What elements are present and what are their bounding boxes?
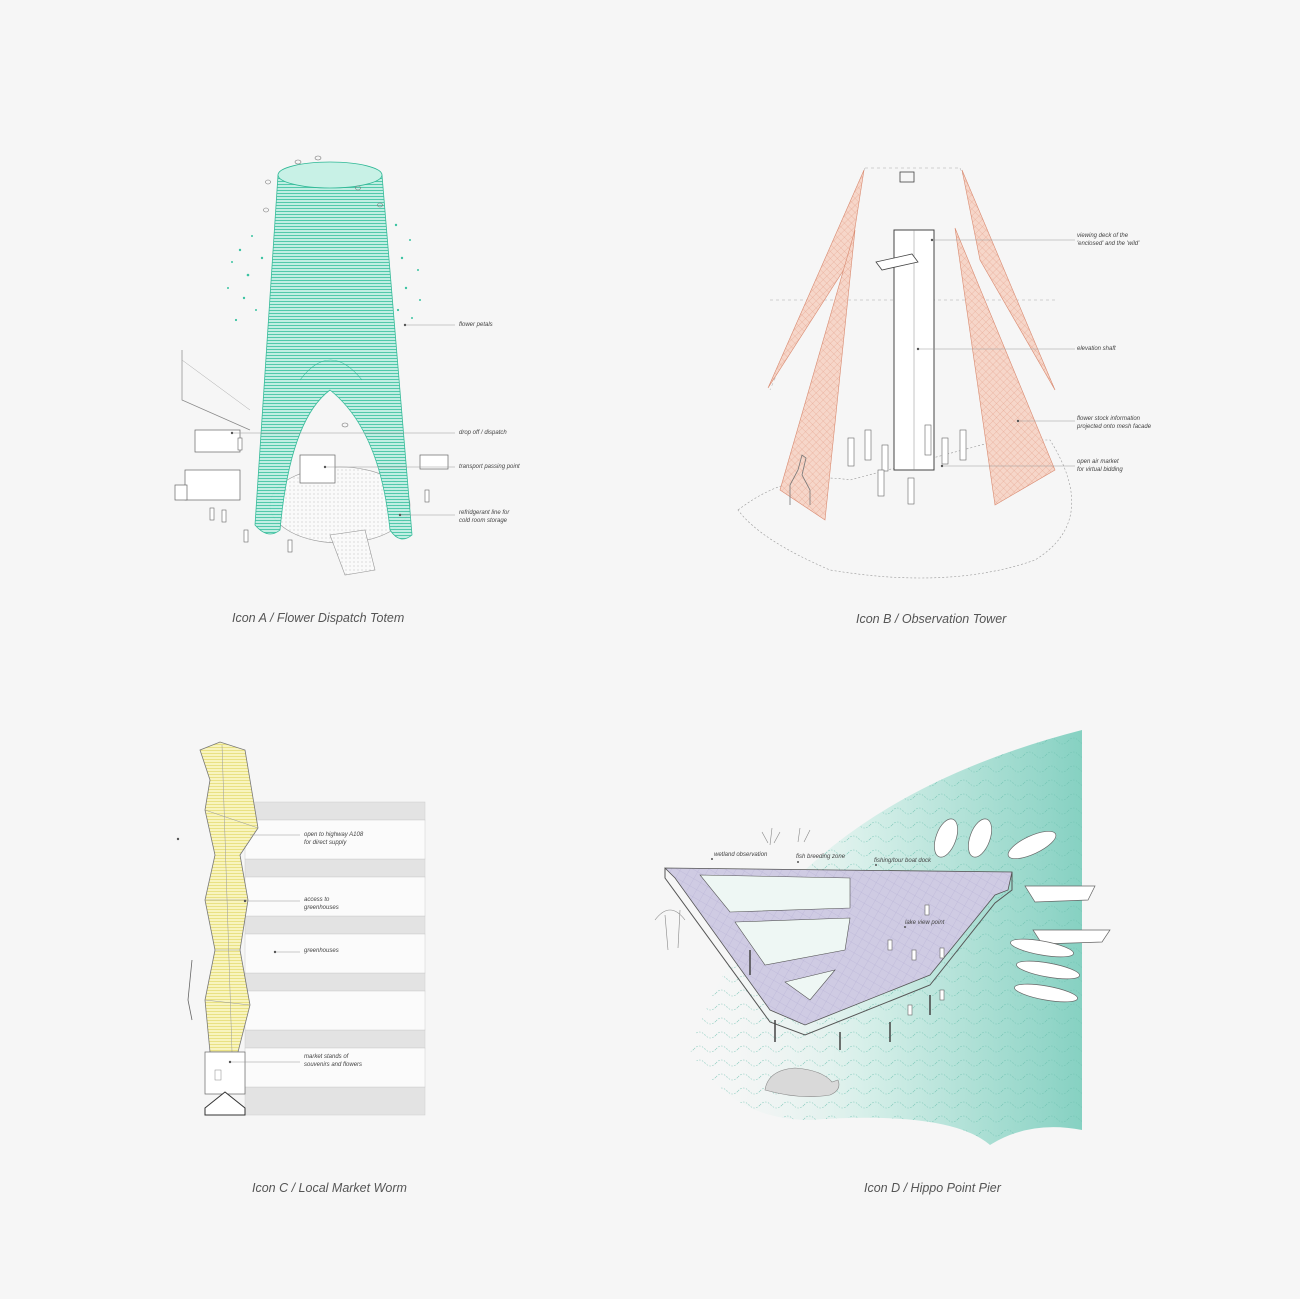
flower-dispatch-totem-drawing (174, 155, 455, 576)
annotation-refrigerant-line: refridgerant line for cold room storage (459, 510, 510, 524)
annotation-access-greenhouses: access to greenhouses (304, 897, 339, 911)
annotation-viewing-deck: viewing deck of the 'enclosed' and the '… (1077, 233, 1140, 247)
caption-icon-a: Icon A / Flower Dispatch Totem (232, 611, 405, 625)
annotation-transport-point: transport passing point (459, 464, 520, 470)
annotation-open-air-market: open air market for virtual bidding (1077, 459, 1123, 473)
annotation-drop-off: drop off / dispatch (459, 430, 507, 436)
annotation-open-to-highway: open to highway A108 for direct supply (304, 832, 364, 846)
local-market-worm-drawing (176, 741, 426, 1116)
annotation-fish-breeding: fish breeding zone (796, 854, 846, 860)
annotation-greenhouses: greenhouses (304, 948, 339, 954)
icon-d-panel: wetland observation fish breeding zone f… (650, 650, 1300, 1299)
annotation-lake-view-point: lake view point (905, 920, 945, 926)
annotation-boat-dock: fishing/tour boat dock (874, 858, 932, 864)
annotation-market-stands: market stands of souvenirs and flowers (304, 1054, 363, 1068)
observation-tower-drawing (737, 167, 1075, 579)
icon-b-panel: viewing deck of the 'enclosed' and the '… (650, 0, 1300, 650)
caption-icon-c: Icon C / Local Market Worm (252, 1181, 407, 1195)
caption-icon-b: Icon B / Observation Tower (856, 612, 1007, 626)
icon-c-panel: open to highway A108 for direct supply a… (0, 650, 650, 1299)
annotation-flower-petals: flower petals (459, 322, 493, 328)
annotation-wetland-observation: wetland observation (714, 852, 768, 858)
annotation-elevation-shaft: elevation shaft (1077, 346, 1116, 352)
caption-icon-d: Icon D / Hippo Point Pier (864, 1181, 1001, 1195)
hippo-point-pier-drawing (654, 730, 1111, 1145)
annotation-flower-stock-info: flower stock information projected onto … (1077, 416, 1152, 430)
icon-a-panel: flower petals drop off / dispatch transp… (0, 0, 650, 650)
